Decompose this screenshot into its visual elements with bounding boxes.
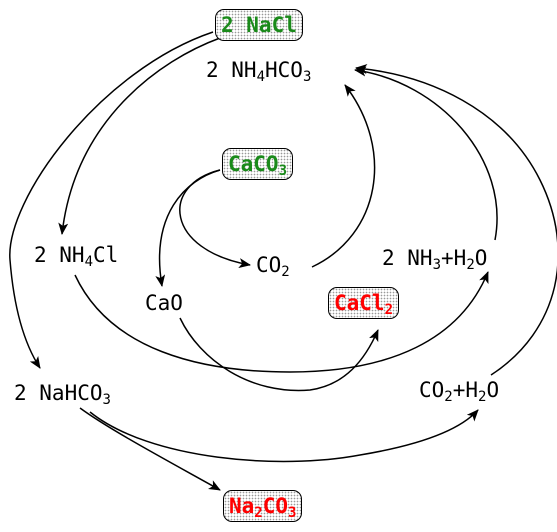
node-cacl2: CaCl2 <box>328 287 400 319</box>
formula-text: +H <box>452 378 479 402</box>
node-caco3: CaCO3 <box>222 148 294 180</box>
node-nacl: 2 NaCl <box>215 9 303 41</box>
formula-text: 2 NH <box>382 246 433 270</box>
node-nh4hco3: 2 NH4HCO3 <box>206 57 312 85</box>
formula-subscript: 2 <box>444 389 453 405</box>
formula-subscript: 3 <box>288 505 297 521</box>
formula-text: CO <box>262 494 289 518</box>
formula-text: Cl <box>93 243 119 267</box>
node-nahco3: 2 NaHCO3 <box>14 380 111 408</box>
formula-text: 2 NH <box>34 243 85 267</box>
formula-text: CaO <box>145 291 183 315</box>
formula-subscript: 2 <box>384 302 394 318</box>
formula-subscript: 4 <box>84 254 94 270</box>
formula-subscript: 3 <box>432 257 442 273</box>
node-cao: CaO <box>145 290 183 316</box>
node-na2co3: Na2CO3 <box>223 490 303 522</box>
arrow-nh3h2o-to-nh4hco3 <box>354 66 498 241</box>
arrow-nacl-to-nahco3 <box>9 31 214 369</box>
formula-text: O <box>474 246 488 270</box>
arrow-nahco3-to-na2co3 <box>79 407 221 491</box>
formula-text: 2 NaHCO <box>14 381 103 405</box>
formula-text: 2 NH <box>206 58 257 82</box>
formula-subscript: 2 <box>254 505 263 521</box>
node-nh3h2o: 2 NH3+H2O <box>382 245 488 273</box>
formula-subscript: 2 <box>466 257 475 273</box>
arrow-co2-to-nh4hco3 <box>311 84 376 268</box>
formula-text: +H <box>441 246 467 270</box>
arrow-co2h2o-to-nh4hco3 <box>355 64 557 376</box>
node-nh4cl: 2 NH4Cl <box>34 242 119 270</box>
formula-subscript: 3 <box>102 392 111 408</box>
arrow-nh4cl-to-nh3h2o <box>74 271 489 373</box>
formula-text: 2 NaCl <box>221 13 297 37</box>
arrow-nacl-to-nh4cl <box>58 37 221 235</box>
formula-subscript: 3 <box>278 163 288 179</box>
formula-text: HCO <box>265 58 303 82</box>
formula-text: CaCO <box>228 152 279 176</box>
arrow-cao-to-cacl2 <box>179 317 379 392</box>
formula-text: CO <box>419 378 445 402</box>
formula-subscript: 4 <box>256 69 266 85</box>
formula-subscript: 3 <box>302 69 312 85</box>
formula-subscript: 2 <box>281 264 290 280</box>
node-co2h2o: CO2+H2O <box>419 377 500 405</box>
formula-text: O <box>486 378 500 402</box>
formula-text: CO <box>256 253 282 277</box>
node-co2: CO2 <box>256 252 290 280</box>
arrow-caco3-to-co2 <box>179 169 251 269</box>
arrow-nahco3-to-co2h2o <box>89 409 479 463</box>
formula-text: CaCl <box>334 291 385 315</box>
formula-subscript: 2 <box>478 389 487 405</box>
formula-text: Na <box>229 494 255 518</box>
